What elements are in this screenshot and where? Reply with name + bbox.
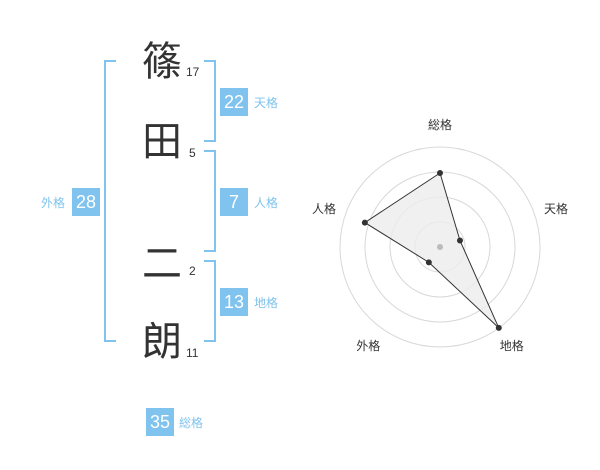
kanji-char-1: 篠 (142, 39, 182, 85)
tenkaku-value-badge: 22 (220, 88, 248, 116)
jinkaku-value-badge: 7 (220, 188, 248, 216)
radar-axis-label-1: 総格 (427, 118, 453, 132)
soukaku-label: 総格 (179, 416, 204, 430)
radar-axis-label-5: 人格 (311, 202, 336, 217)
radar-axis-label-2: 天格 (544, 202, 569, 217)
kanji-char-3: 二 (142, 241, 182, 287)
radar-axis-label-4: 外格 (356, 338, 381, 353)
tenkaku-label: 天格 (254, 96, 279, 110)
radar-axis-label-3: 地格 (499, 338, 524, 353)
gaikaku-value-badge: 28 (72, 188, 100, 216)
chikaku-label: 地格 (254, 296, 279, 310)
radar-series-polygon (363, 172, 500, 329)
jinkaku-label: 人格 (254, 196, 279, 210)
gaikaku-label: 外格 (41, 196, 66, 210)
radar-grid-ring (339, 146, 541, 348)
kanji-char-4: 朗 (142, 319, 182, 365)
radar-point-2 (456, 237, 463, 244)
tenkaku-bracket (204, 60, 216, 142)
stroke-count-2: 5 (189, 146, 196, 160)
soukaku-value-badge: 35 (146, 408, 174, 436)
radar-point-3 (495, 324, 502, 331)
radar-point-5 (361, 219, 368, 226)
chikaku-value-badge: 13 (220, 288, 248, 316)
radar-point-4 (425, 259, 432, 266)
kanji-char-2: 田 (142, 119, 182, 165)
stroke-count-1: 17 (186, 65, 200, 79)
radar-point-1 (437, 170, 443, 176)
stroke-count-3: 2 (189, 264, 196, 278)
stroke-count-4: 11 (186, 346, 199, 360)
chikaku-bracket (204, 260, 216, 342)
jinkaku-bracket (204, 150, 216, 252)
gaikaku-bracket (104, 60, 116, 342)
radar-center-point (437, 244, 443, 250)
